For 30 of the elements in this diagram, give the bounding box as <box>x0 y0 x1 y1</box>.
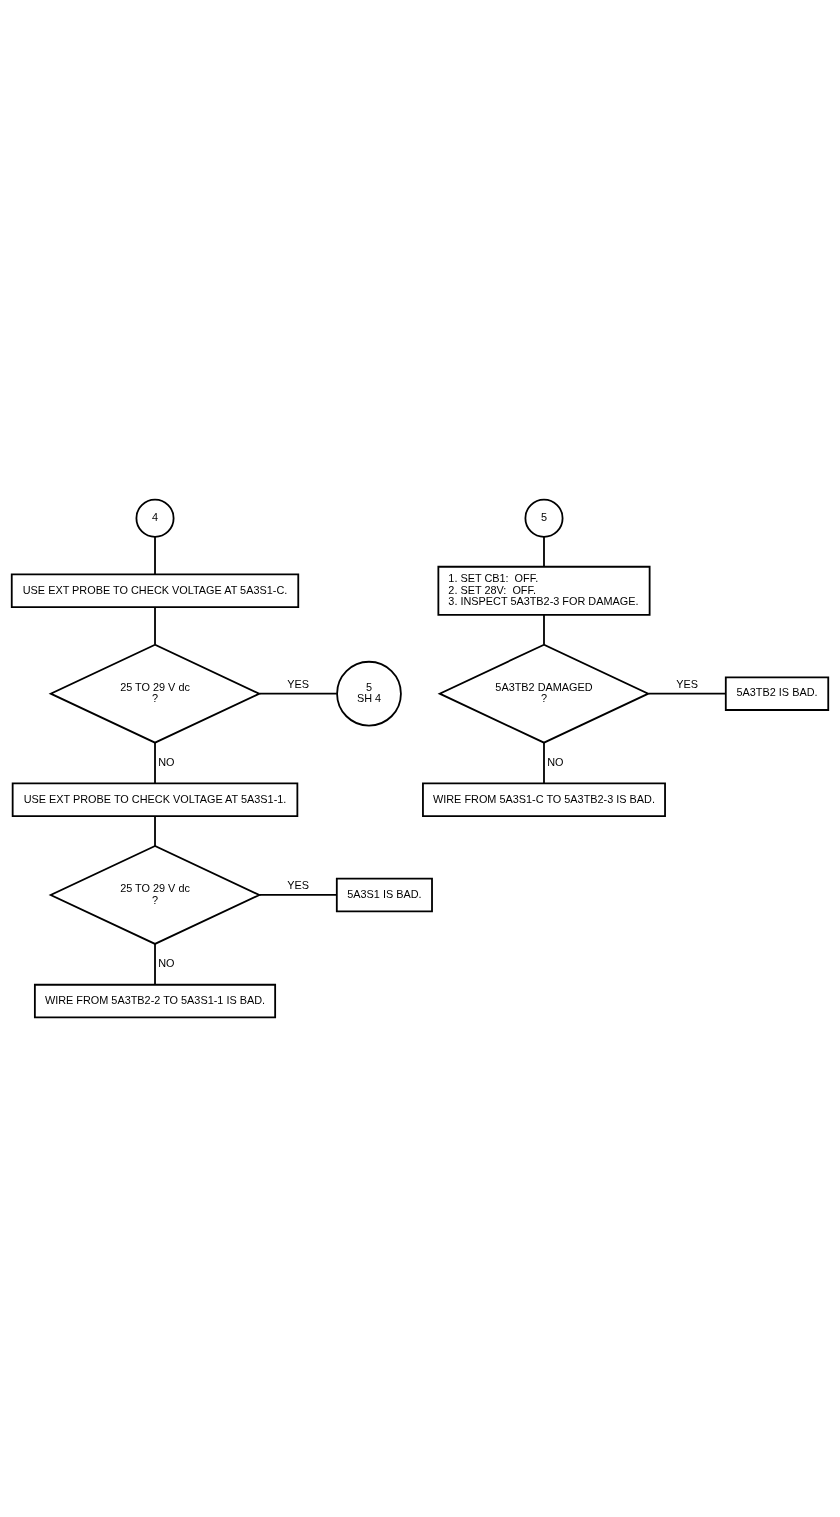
connector <box>647 692 727 695</box>
connector <box>154 943 156 986</box>
connector <box>543 536 545 568</box>
node-box: 5A3TB2 IS BAD. <box>724 676 830 711</box>
connector <box>543 613 545 646</box>
node-box: 1. SET CB1: OFF. 2. SET 28V: OFF. 3. INSPECT 5A3TB2-3 FOR DAMAGE. <box>437 565 651 616</box>
node-circle: 5 SH 4 <box>336 660 402 727</box>
node-box: USE EXT PROBE TO CHECK VOLTAGE AT 5A3S1-1. <box>11 782 299 817</box>
node-circle: 4 <box>135 498 175 538</box>
edge-label: YES <box>287 879 309 892</box>
node-diamond: 25 TO 29 V dc ? <box>48 845 262 945</box>
edge-label: YES <box>676 677 698 690</box>
connector <box>258 692 338 695</box>
edge-label: NO <box>158 755 175 768</box>
connector <box>154 741 156 785</box>
node-box: 5A3S1 IS BAD. <box>335 877 433 913</box>
edge-label: NO <box>158 957 175 970</box>
node-diamond: 5A3TB2 DAMAGED ? <box>437 643 651 744</box>
edge-label: NO <box>547 755 564 768</box>
node-diamond: 25 TO 29 V dc ? <box>48 643 262 744</box>
node-box: WIRE FROM 5A3S1-C TO 5A3TB2-3 IS BAD. <box>422 782 666 817</box>
connector <box>258 894 338 896</box>
connector <box>154 536 156 576</box>
edge-label: YES <box>287 677 309 690</box>
node-box: WIRE FROM 5A3TB2-2 TO 5A3S1-1 IS BAD. <box>33 983 277 1019</box>
node-circle: 5 <box>524 498 564 538</box>
connector <box>154 815 156 847</box>
connector <box>543 741 545 785</box>
connector <box>154 606 156 646</box>
node-box: USE EXT PROBE TO CHECK VOLTAGE AT 5A3S1-C. <box>10 573 300 608</box>
